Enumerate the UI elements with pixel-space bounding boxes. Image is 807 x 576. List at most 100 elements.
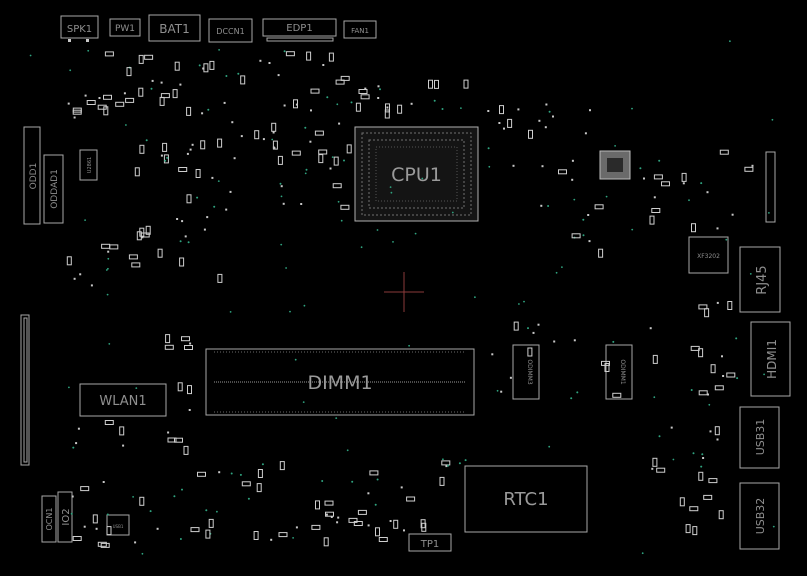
via: [294, 358, 297, 361]
smd-part: [126, 67, 132, 77]
solder-pad: [295, 526, 298, 529]
smd-part: [718, 510, 724, 520]
via: [496, 389, 499, 392]
io2-label: IO2: [61, 508, 72, 525]
wlan1-slot[interactable]: WLAN1: [79, 383, 167, 417]
smd-part: [499, 105, 504, 115]
usb1-chip[interactable]: USB1: [106, 514, 130, 536]
solder-pad: [537, 323, 540, 326]
solder-pad: [83, 525, 86, 528]
right-top-connector[interactable]: [765, 151, 776, 223]
bat1-connector[interactable]: BAT1: [148, 14, 201, 42]
solder-pad: [181, 220, 184, 223]
io2-connector[interactable]: IO2: [57, 491, 73, 543]
via: [237, 72, 240, 75]
via: [179, 538, 182, 540]
via: [135, 387, 138, 389]
via: [414, 232, 417, 235]
solder-pad: [189, 148, 192, 151]
smd-part: [100, 542, 110, 548]
odimm3-chip[interactable]: ODIMM3: [512, 344, 540, 400]
hdmi1-port[interactable]: HDMI1: [750, 321, 791, 397]
solder-pad: [538, 119, 541, 122]
u2861-chip[interactable]: U2861: [79, 149, 98, 181]
via: [132, 496, 135, 498]
via: [105, 269, 108, 271]
dimm1-slot[interactable]: DIMM1: [205, 348, 475, 416]
pw1-connector[interactable]: PW1: [109, 18, 141, 37]
solder-pad: [329, 167, 332, 170]
usb31-port[interactable]: USB31: [739, 406, 780, 469]
fan1-label: FAN1: [351, 27, 369, 35]
via: [561, 266, 563, 268]
solder-pad: [367, 524, 370, 527]
usb32-port[interactable]: USB32: [739, 482, 780, 550]
smd-part: [136, 231, 142, 241]
via: [763, 373, 765, 376]
solder-pad: [141, 236, 144, 239]
via: [164, 159, 167, 162]
via: [433, 99, 436, 102]
solder-pad: [325, 513, 328, 516]
smd-part: [397, 104, 403, 114]
solder-pad: [122, 444, 125, 447]
solder-pad: [377, 85, 380, 88]
via: [216, 510, 218, 513]
smd-part: [97, 541, 107, 547]
via: [729, 40, 731, 43]
via: [458, 462, 461, 465]
solder-pad: [573, 339, 576, 342]
smd-part: [358, 89, 368, 94]
oddad1-connector[interactable]: ODDAD1: [43, 154, 64, 224]
via: [280, 195, 283, 198]
via: [279, 182, 282, 185]
smd-part: [195, 169, 201, 178]
solder-pad: [107, 250, 110, 253]
via: [639, 167, 642, 170]
smd-part: [208, 518, 214, 528]
solder-pad: [259, 59, 262, 62]
ocn1-connector[interactable]: OCN1: [41, 495, 57, 543]
left-long-connector[interactable]: [20, 314, 30, 466]
odd1-connector[interactable]: ODD1: [23, 126, 41, 225]
fan1-connector[interactable]: FAN1: [343, 20, 377, 39]
via: [460, 107, 462, 109]
smd-part: [652, 457, 658, 467]
smd-part: [138, 87, 144, 97]
square-component[interactable]: [599, 150, 631, 180]
smd-part: [393, 519, 399, 529]
smd-part: [357, 509, 367, 515]
via: [213, 205, 216, 208]
spk1-connector[interactable]: SPK1: [60, 15, 99, 42]
smd-part: [106, 526, 112, 536]
via: [441, 108, 444, 110]
smd-part: [507, 118, 513, 128]
smd-part: [162, 142, 168, 152]
smd-part: [257, 469, 263, 478]
cpu1-chip[interactable]: CPU1: [354, 126, 479, 222]
via: [326, 96, 329, 99]
rj45-port[interactable]: RJ45: [739, 246, 781, 313]
solder-pad: [389, 520, 392, 522]
smd-part: [353, 521, 363, 526]
rtc1-battery[interactable]: RTC1: [464, 465, 588, 533]
tp1-connector[interactable]: TP1: [408, 533, 452, 552]
smd-part: [209, 60, 215, 70]
smd-part: [278, 532, 288, 538]
via: [708, 403, 711, 406]
smd-part: [103, 94, 112, 100]
dccn1-connector[interactable]: DCCN1: [208, 18, 253, 43]
odd1-label: ODD1: [29, 163, 39, 190]
xf3202-chip[interactable]: XF3202: [688, 236, 729, 274]
via: [772, 525, 775, 528]
smd-part: [138, 54, 144, 64]
edp1-connector[interactable]: EDP1: [262, 18, 337, 42]
smd-part: [681, 172, 687, 182]
solder-pad: [337, 516, 340, 519]
via: [548, 445, 551, 448]
via: [292, 537, 294, 539]
smd-part: [186, 194, 192, 204]
smd-part: [184, 345, 193, 350]
via: [205, 509, 208, 512]
smd-part: [97, 104, 107, 110]
